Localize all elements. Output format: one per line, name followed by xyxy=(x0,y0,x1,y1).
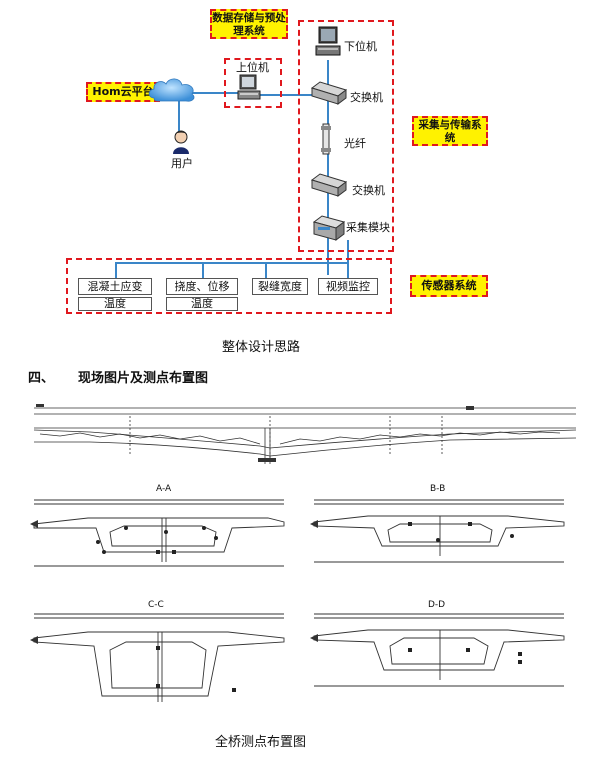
cross-section-a xyxy=(30,499,285,567)
user-icon xyxy=(173,130,189,154)
section-label-c: C-C xyxy=(148,600,164,610)
link-cloud-user xyxy=(178,100,180,132)
link-cloud-host xyxy=(190,92,250,94)
fiber-label: 光纤 xyxy=(344,137,366,150)
bridge-elevation xyxy=(33,404,577,464)
switch-icon xyxy=(310,173,348,197)
link-sensor-1 xyxy=(115,262,117,278)
sensor-temperature: 温度 xyxy=(166,297,238,311)
cross-section-c xyxy=(30,613,285,702)
link-vertical-trunk xyxy=(327,60,329,275)
sensor-video: 视频监控 xyxy=(318,278,378,295)
drawing-caption: 全桥测点布置图 xyxy=(215,735,307,750)
switch2-label: 交换机 xyxy=(352,184,385,197)
cross-section-b xyxy=(310,499,565,563)
sensor-crack-width: 裂缝宽度 xyxy=(252,278,308,295)
lower-computer-icon xyxy=(315,26,341,56)
sensor-concrete-strain: 混凝土应变 xyxy=(78,278,152,295)
section-label-a: A-A xyxy=(156,484,172,494)
fiber-icon xyxy=(321,123,331,155)
section-label-b: B-B xyxy=(430,484,446,494)
section-label-d: D-D xyxy=(428,600,446,610)
lower-pc-label: 下位机 xyxy=(344,40,377,53)
host-pc-label: 上位机 xyxy=(236,61,269,74)
host-computer-icon xyxy=(237,74,261,100)
sensor-frame xyxy=(66,258,392,314)
cloud-icon xyxy=(148,78,195,102)
host-frame xyxy=(224,58,282,108)
link-sensor-3 xyxy=(265,262,267,278)
cloud-platform-label: Hom云平台 xyxy=(86,82,160,102)
sensor-deflection: 挠度、位移 xyxy=(166,278,238,295)
module-icon xyxy=(312,215,346,241)
user-label: 用户 xyxy=(171,157,193,170)
data-storage-label: 数据存储与预处理系统 xyxy=(210,9,288,39)
acquisition-label: 采集与传输系统 xyxy=(412,116,488,146)
module-label: 采集模块 xyxy=(346,221,390,234)
link-sensor-bus xyxy=(115,262,347,264)
switch1-label: 交换机 xyxy=(350,91,383,104)
section-number: 四、 xyxy=(28,371,55,386)
acquisition-frame xyxy=(298,20,394,252)
switch-icon xyxy=(310,81,348,105)
link-host-switch xyxy=(260,94,322,96)
cross-section-d xyxy=(310,613,565,687)
section-title: 现场图片及测点布置图 xyxy=(78,371,209,386)
link-sensor-2 xyxy=(202,262,204,278)
diagram-caption: 整体设计思路 xyxy=(222,340,301,355)
sensor-system-label: 传感器系统 xyxy=(410,275,488,297)
sensor-temperature: 温度 xyxy=(78,297,152,311)
